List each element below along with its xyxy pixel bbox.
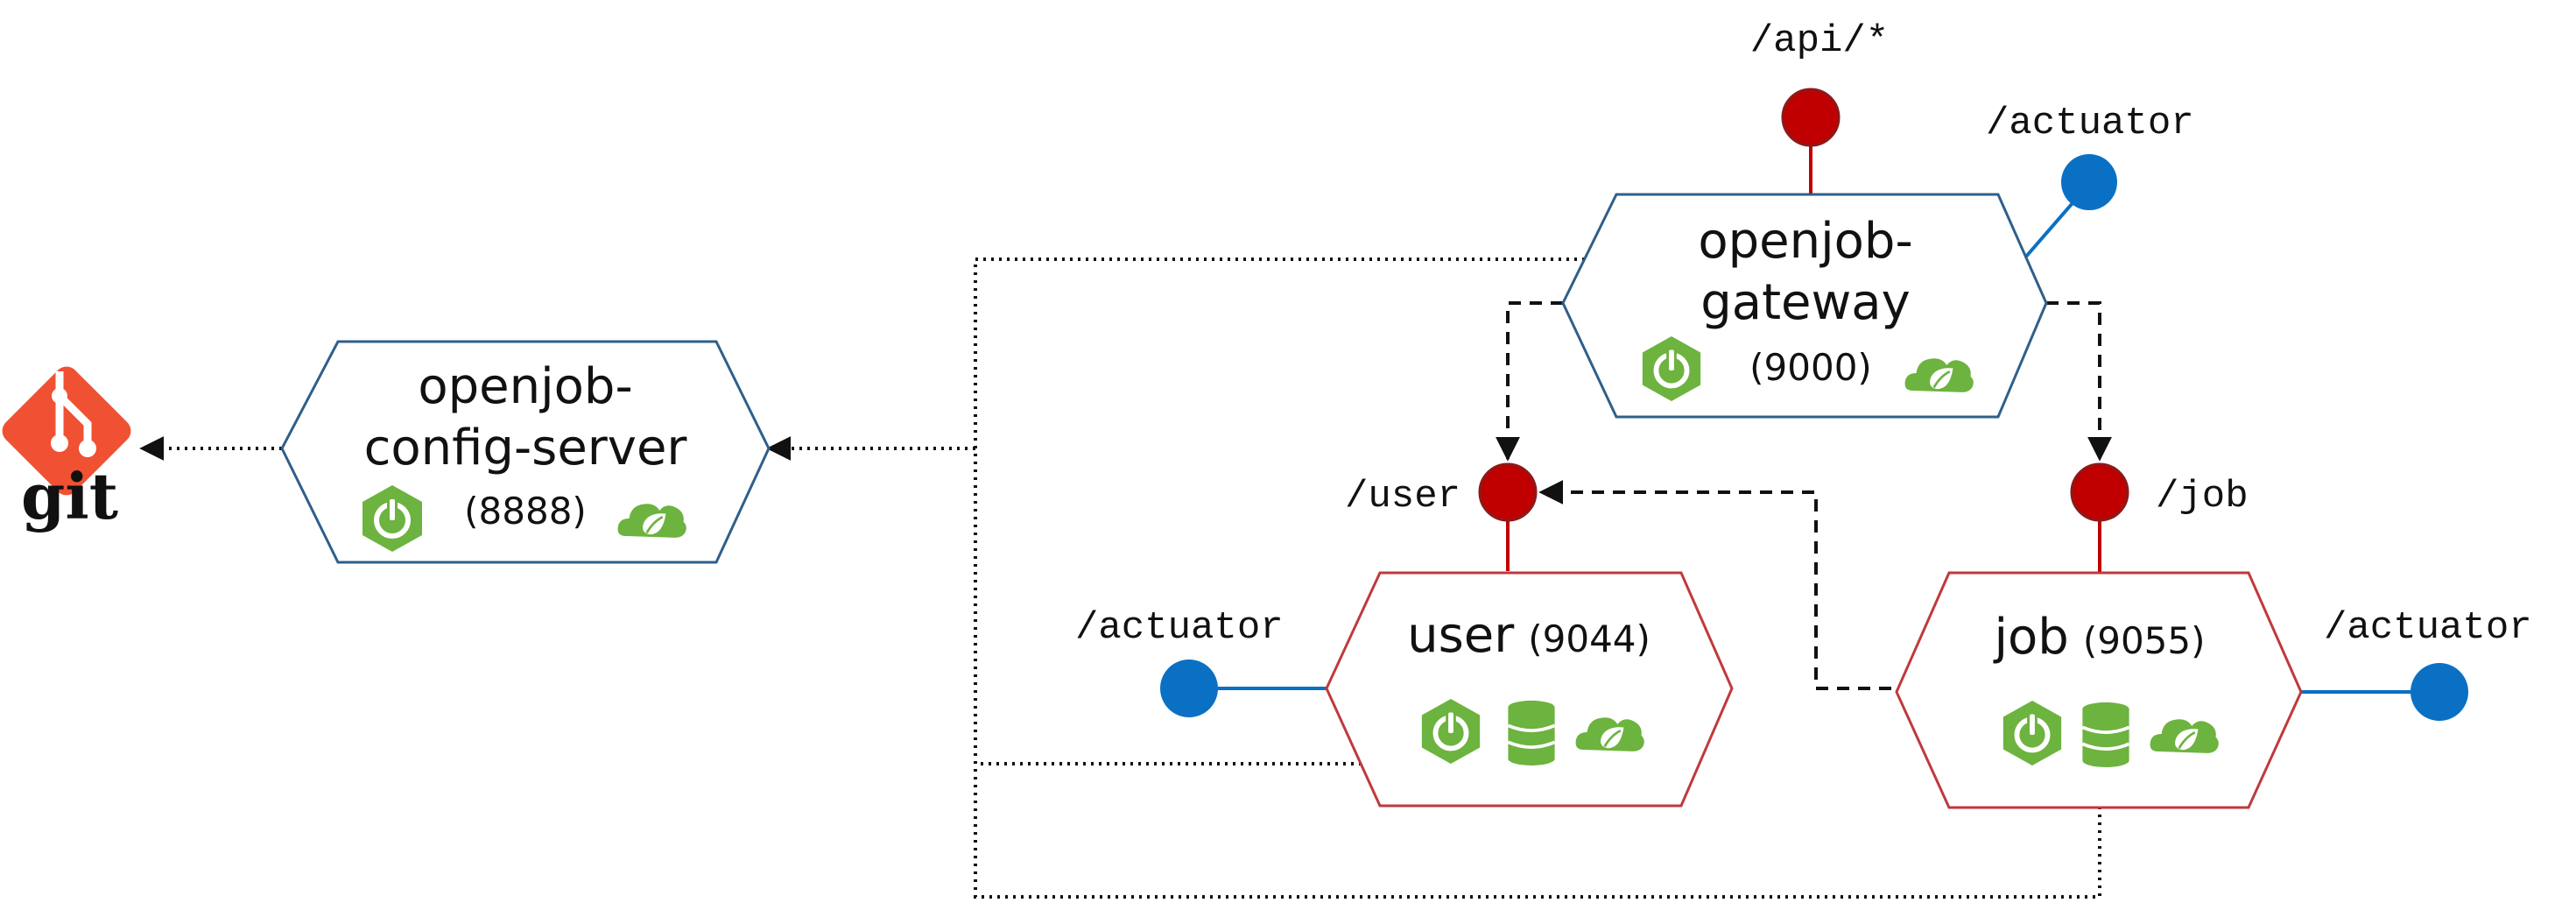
git-label: git xyxy=(21,459,118,533)
user-route-endpoint[interactable] xyxy=(1478,462,1538,522)
job-to-user-call xyxy=(1538,480,1891,690)
gateway-to-job-route xyxy=(2046,301,2112,462)
user-service-port: (9044) xyxy=(1528,617,1650,660)
user-actuator-label: /actuator xyxy=(1075,606,1284,650)
database-icon xyxy=(2080,701,2131,767)
job-actuator-label: /actuator xyxy=(2324,606,2532,650)
config-server-port: (8888) xyxy=(464,490,587,533)
job-actuator-endpoint[interactable] xyxy=(2411,663,2468,721)
database-icon xyxy=(1506,699,1557,765)
gateway-actuator-endpoint[interactable] xyxy=(2061,154,2117,210)
gateway-api-endpoint[interactable] xyxy=(1781,88,1841,147)
git-logo: git xyxy=(2,366,131,533)
gateway-name-line1: openjob- xyxy=(1698,213,1912,270)
job-service-node[interactable]: job (9055) xyxy=(1895,571,2303,809)
user-service-title: user (9044) xyxy=(1407,607,1650,664)
endpoint-labels: /api/* /actuator /user /job /actuator /a… xyxy=(1075,19,2532,650)
git-logo-icon xyxy=(2,366,131,496)
connector-lines xyxy=(139,257,2112,899)
config-server-node[interactable]: openjob- config-server (8888) xyxy=(280,340,771,564)
user-service-name: user xyxy=(1407,607,1515,664)
gateway-to-user-route xyxy=(1496,301,1563,462)
gateway-api-label: /api/* xyxy=(1750,19,1889,63)
job-route-endpoint[interactable] xyxy=(2070,462,2129,522)
user-service-node[interactable]: user (9044) xyxy=(1325,571,1734,808)
user-route-label: /user xyxy=(1345,475,1460,519)
config-server-name-line1: openjob- xyxy=(418,358,632,415)
job-service-name: job xyxy=(1992,609,2068,666)
gateway-node[interactable]: openjob- gateway (9000) xyxy=(1561,193,2048,419)
endpoints xyxy=(1160,88,2468,721)
job-service-port: (9055) xyxy=(2083,619,2206,662)
gateway-port: (9000) xyxy=(1749,346,1872,389)
gateway-actuator-label: /actuator xyxy=(1986,102,2194,145)
config-server-name-line2: config-server xyxy=(364,420,688,476)
user-actuator-endpoint[interactable] xyxy=(1160,660,1218,717)
gateway-config-link xyxy=(974,257,2101,899)
job-route-label: /job xyxy=(2156,475,2249,519)
gateway-name-line2: gateway xyxy=(1700,274,1911,331)
job-service-title: job (9055) xyxy=(1992,609,2205,666)
